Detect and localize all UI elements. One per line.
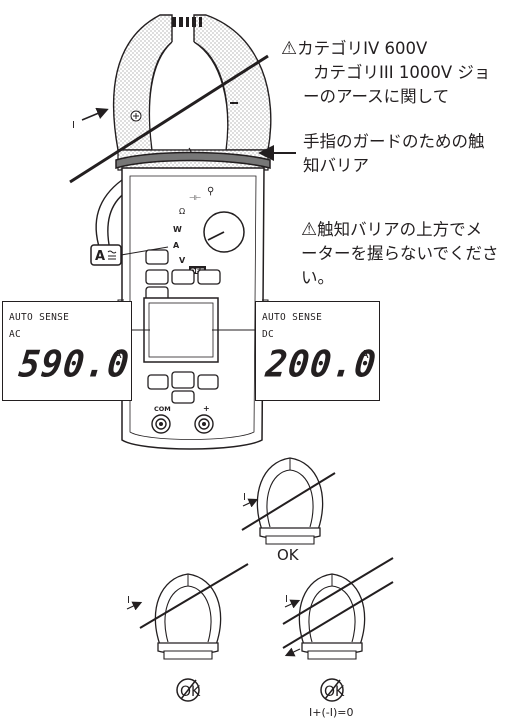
plus-jack[interactable] [194, 414, 214, 434]
dial-label-w: W [173, 225, 182, 234]
dial-label-off: OFF [190, 267, 204, 275]
tactile-barrier [115, 151, 271, 170]
warning-grip: ⚠触知バリアの上方でメ [301, 219, 482, 240]
prohibited-icon: OK [176, 678, 201, 702]
warning-2-line-2: ーターを握らないでくださ [301, 244, 499, 263]
display-unit-dc: A [361, 348, 369, 361]
display-unit-ac: A [114, 348, 122, 361]
plus-label: + [203, 404, 210, 413]
dial-label-v: V [179, 256, 186, 265]
example-ng-2 [282, 557, 394, 660]
warning-1-line-2: カテゴリIII 1000V ジョ [313, 63, 491, 82]
cancellation-formula: I+(-I)=0 [309, 706, 353, 719]
jaw-tip-marks [172, 17, 202, 27]
example-ng-1 [126, 563, 249, 660]
capacitance-icon: ⊣⊢ [189, 194, 201, 202]
prohibited-icon-2: OK [320, 678, 345, 702]
dial-label-a: A [173, 241, 180, 250]
meter-lcd [148, 302, 214, 358]
clamp-jaws [112, 14, 272, 171]
function-label: A [95, 249, 105, 264]
dc-display-callout: AUTO SENSE DC 200.0 A [255, 301, 380, 401]
warning-category-1: ⚠カテゴリIV 600V [281, 38, 427, 59]
ac-dc-icon [107, 250, 117, 260]
warning-icon: ⚠ [301, 219, 318, 240]
current-label-ng-1: I [127, 595, 130, 606]
button-row-bottom[interactable] [147, 371, 219, 404]
temp-icon: ⚲ [207, 186, 214, 197]
barrier-note-line-1: 手指のガードのための触 [303, 132, 485, 151]
current-label-main: I [72, 120, 75, 131]
warning-1-line-3: ーのアースに関して [303, 87, 450, 106]
warning-1-line-1: カテゴリIV 600V [297, 39, 428, 58]
svg-text:OK: OK [324, 684, 345, 700]
com-label: COM [154, 405, 171, 413]
off-badge [189, 266, 206, 274]
barrier-note-line-2: 知バリア [303, 156, 369, 175]
test-conductor [69, 54, 269, 184]
svg-text:OK: OK [180, 684, 201, 700]
com-jack[interactable] [151, 414, 171, 434]
current-arrow-icon [81, 107, 109, 121]
display-mode-right: AUTO SENSE [262, 312, 323, 323]
display-type-ac: AC [9, 329, 22, 340]
display-mode-left: AUTO SENSE [9, 312, 70, 323]
warning-icon: ⚠ [281, 38, 298, 59]
warning-2-line-1: 触知バリアの上方でメ [317, 220, 483, 239]
current-label-ng-2: I [285, 594, 288, 605]
function-callout-line [120, 246, 169, 256]
ohm-icon: Ω [179, 207, 185, 216]
warning-2-line-3: い。 [301, 268, 334, 287]
ac-display-callout: AUTO SENSE AC 590.0 A [2, 301, 132, 401]
function-callout-box [90, 244, 122, 266]
ok-label: OK [277, 546, 300, 564]
example-ok [241, 457, 336, 545]
rotary-dial[interactable] [203, 211, 245, 253]
display-type-dc: DC [262, 329, 275, 340]
current-label-ok: I [243, 492, 246, 503]
